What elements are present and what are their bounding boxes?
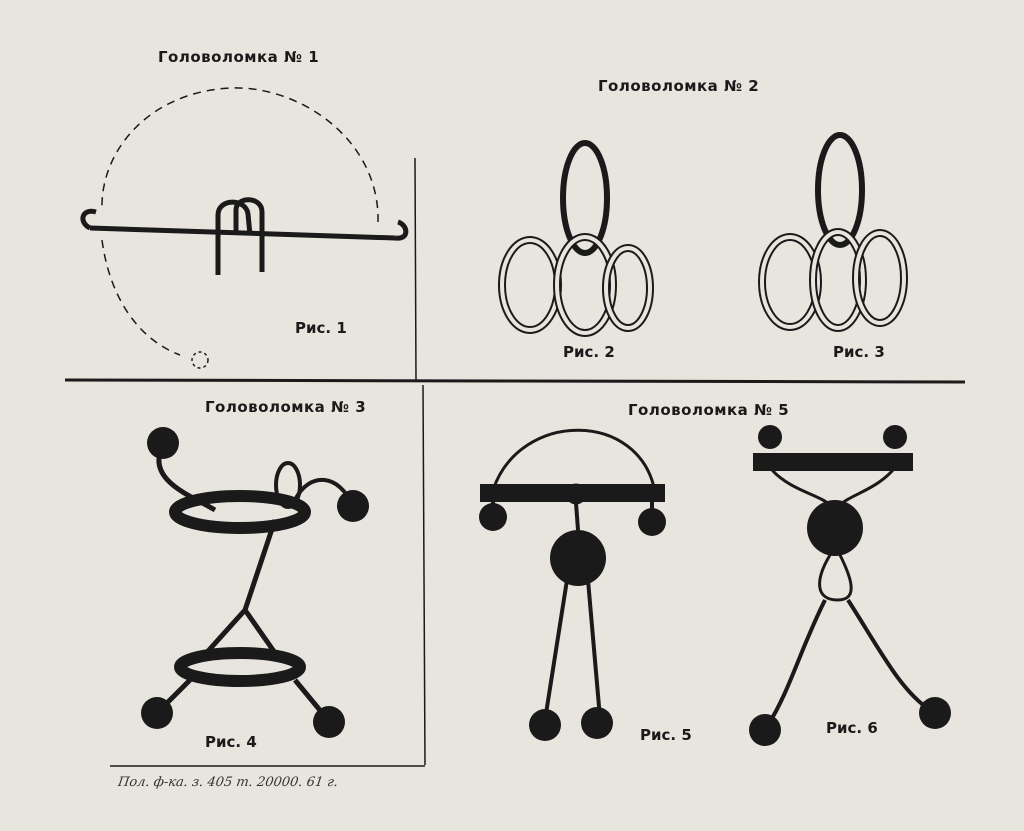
figure-1-drawing <box>80 87 409 369</box>
figure-6-drawing <box>753 453 932 727</box>
divider-vertical-bottom <box>422 384 426 766</box>
divider-horizontal <box>64 378 966 384</box>
puzzle-1-title: Головоломка № 1 <box>158 48 320 66</box>
figure-1-caption: Рис. 1 <box>295 319 347 337</box>
figure-6-caption: Рис. 6 <box>826 719 878 737</box>
puzzle-5-title: Головоломка № 5 <box>628 401 790 419</box>
figure-5-drawing <box>480 428 665 721</box>
figure-3-caption: Рис. 3 <box>833 343 885 361</box>
figure-5-caption: Рис. 5 <box>640 726 692 744</box>
divider-vertical-top <box>414 157 417 381</box>
print-footer: Пол. ф-ка. з. 405 т. 20000. 61 г. <box>116 775 340 790</box>
figure-2-drawing <box>498 140 654 337</box>
puzzle-3-title: Головоломка № 3 <box>205 398 367 416</box>
figure-3-drawing <box>758 132 908 332</box>
figure-4-caption: Рис. 4 <box>205 733 257 751</box>
puzzle-2-title: Головоломка № 2 <box>598 77 760 95</box>
figure-2-caption: Рис. 2 <box>563 343 615 361</box>
figure-4-drawing <box>156 443 354 722</box>
